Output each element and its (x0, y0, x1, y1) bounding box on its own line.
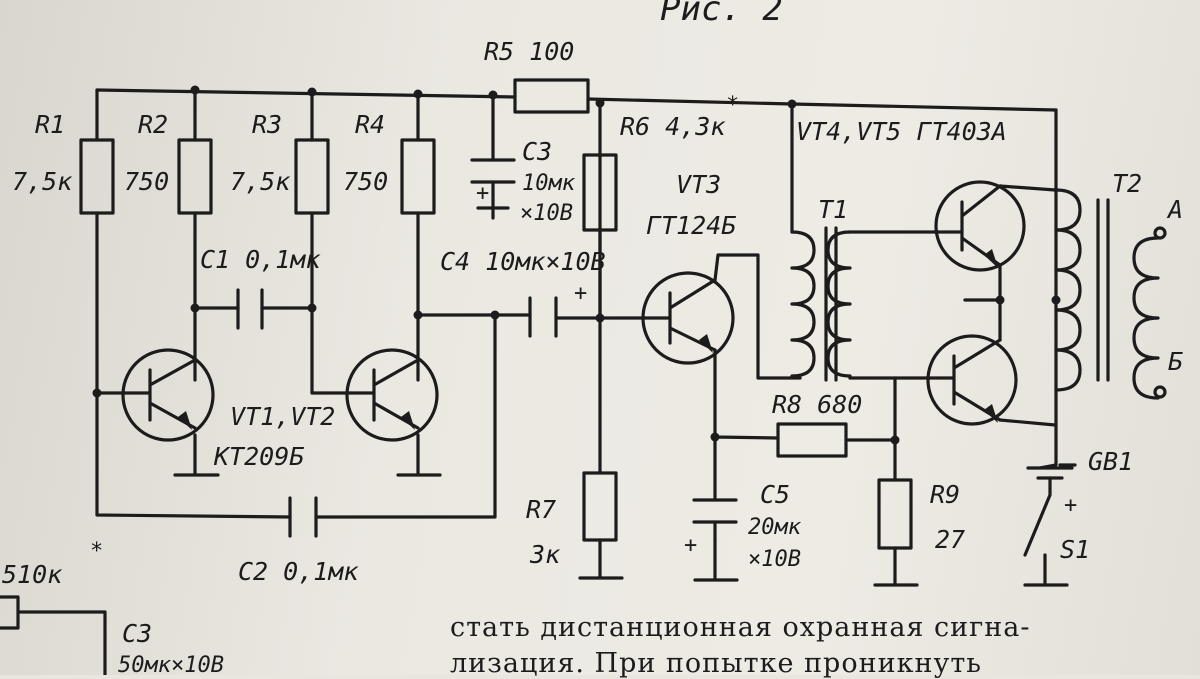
c3-name: C3 (522, 137, 552, 166)
vt3-line2: ГТ124Б (646, 211, 736, 240)
vt12-line1: VT1,VT2 (230, 402, 335, 431)
c5-value-2: ×10В (748, 547, 801, 572)
t2-terminal-b: Б (1168, 347, 1183, 376)
r1-name: R1 (35, 110, 65, 139)
transformer-t1 (790, 226, 852, 382)
r6-mark: * (726, 93, 739, 118)
r6-label: R6 4,3к (620, 112, 726, 141)
resistor-r3 (294, 138, 330, 215)
resistor-r6 (582, 153, 618, 232)
capacitor-c1 (236, 288, 264, 330)
resistor-r9 (877, 478, 913, 550)
c3-value-1: 10мк (522, 171, 576, 196)
r3-name: R3 (252, 110, 282, 139)
r4-name: R4 (355, 110, 385, 139)
side-cap-name: C3 (122, 619, 152, 648)
transistor-vt3 (641, 271, 735, 365)
transistors (121, 180, 1026, 442)
r3-value: 7,5к (230, 167, 291, 196)
capacitor-c4 (528, 296, 558, 338)
r9-name: R9 (930, 480, 960, 509)
c3-plus: + (476, 181, 489, 206)
capacitors (236, 158, 1074, 542)
r2-name: R2 (138, 110, 168, 139)
figure-caption: Рис. 2 (660, 0, 783, 29)
resistor-r8 (776, 422, 848, 458)
wires (95, 88, 1077, 587)
junction-dot (307, 87, 317, 97)
side-cap-value: 50мк×10В (118, 653, 224, 675)
junction-dot (595, 98, 605, 108)
junction-dot (307, 303, 317, 313)
terminal-a (1153, 226, 1167, 240)
resistor-r2 (177, 138, 213, 215)
r8-label: R8 680 (772, 390, 862, 419)
capacitor-c2 (288, 496, 318, 538)
body-text-line-2: лизация. При попытке проникнуть (450, 648, 982, 679)
battery-gb1 (1026, 466, 1074, 480)
terminal-b (1153, 385, 1167, 399)
r7-value: 3к (529, 540, 561, 569)
junction-dot (490, 310, 500, 320)
junction-dot (1051, 295, 1061, 305)
gb1-plus: + (1064, 493, 1077, 518)
junction-dot (787, 99, 797, 109)
c2-label: C2 0,1мк (238, 557, 359, 586)
r4-value: 750 (343, 167, 388, 196)
c3-value-2: ×10В (520, 201, 573, 226)
capacitor-c5 (692, 498, 738, 524)
gb1-name: GB1 (1088, 447, 1133, 476)
junction-dot (413, 89, 423, 99)
c4-plus: + (574, 281, 587, 306)
transistor-vt5 (926, 334, 1018, 426)
resistor-r5 (513, 78, 590, 114)
side-resistor-value: 510к (2, 560, 63, 589)
t1-name: T1 (818, 195, 848, 224)
junction-dot (190, 303, 200, 313)
r9-value: 27 (935, 525, 965, 554)
resistor-r1 (79, 138, 115, 215)
junctions (92, 85, 1061, 445)
s1-name: S1 (1060, 535, 1090, 564)
junction-dot (595, 313, 605, 323)
c5-name: C5 (760, 480, 790, 509)
c5-plus: + (684, 533, 697, 558)
junction-dot (92, 388, 102, 398)
t2-terminal-a: А (1166, 195, 1183, 224)
c5-value-1: 20мк (748, 515, 802, 540)
junction-dot (488, 90, 498, 100)
t2-name: T2 (1112, 169, 1142, 198)
resistor-r7 (582, 471, 618, 542)
side-resistor-mark: * (90, 539, 103, 564)
transformer-t2 (1054, 188, 1167, 400)
side-fragment: 510к * C3 50мк×10В (0, 539, 224, 675)
r1-value: 7,5к (12, 167, 73, 196)
junction-dot (190, 85, 200, 95)
labels: R1 7,5к R2 750 R3 7,5к R4 750 R5 100 R6 … (12, 37, 1183, 586)
junction-dot (710, 432, 720, 442)
r5-label: R5 100 (484, 37, 574, 66)
c1-label: C1 0,1мк (200, 245, 321, 274)
vt3-line1: VT3 (676, 170, 721, 199)
resistor-r4 (400, 138, 436, 215)
transistor-vt1 (121, 348, 215, 442)
r2-value: 750 (124, 167, 169, 196)
body-text-line-1: стать дистанционная охранная сигна- (450, 612, 1031, 643)
junction-dot (413, 310, 423, 320)
junction-dot (995, 295, 1005, 305)
c4-label: C4 10мк×10В (440, 247, 606, 276)
junction-dot (890, 435, 900, 445)
vt45-label: VT4,VT5 ГТ403А (796, 117, 1007, 146)
vt12-line2: КТ209Б (213, 442, 304, 471)
r7-name: R7 (526, 495, 556, 524)
capacitor-c3 (470, 158, 516, 184)
transistor-vt4 (933, 180, 1026, 272)
transistor-vt2 (345, 348, 439, 442)
resistors (79, 78, 913, 550)
